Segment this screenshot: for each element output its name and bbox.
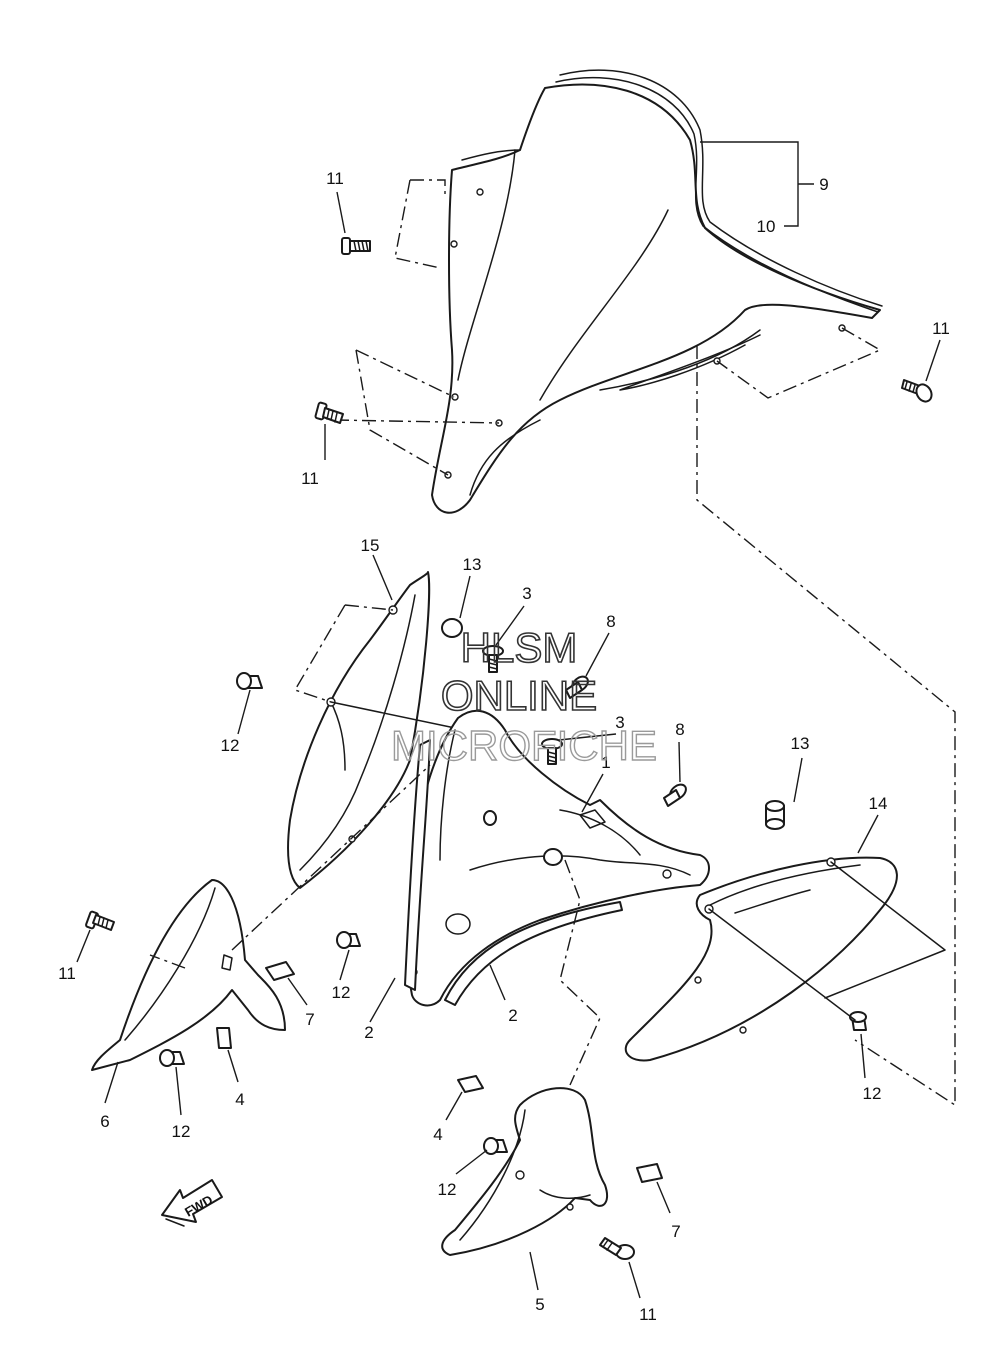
cover-14-leader bbox=[708, 861, 946, 1021]
watermark: HLSM ONLINE MICROFICHE bbox=[390, 623, 657, 770]
screw-11-bottom bbox=[599, 1237, 635, 1260]
collar-12-b bbox=[336, 931, 361, 949]
callout-12: 12 bbox=[438, 1180, 457, 1199]
watermark-line-1: HLSM bbox=[461, 624, 578, 671]
grommet-13-upper bbox=[441, 618, 463, 638]
callout-3: 3 bbox=[522, 584, 531, 603]
callout-2: 2 bbox=[508, 1006, 517, 1025]
callout-2: 2 bbox=[364, 1023, 373, 1042]
callout-7: 7 bbox=[305, 1010, 314, 1029]
grommet-13-right bbox=[765, 800, 785, 830]
bolt-8-upper bbox=[565, 675, 589, 699]
side-panel-15 bbox=[287, 571, 431, 889]
cover-6-leader bbox=[149, 764, 431, 969]
long-assembly-line bbox=[696, 345, 956, 1107]
lower-cover-5 bbox=[441, 1087, 609, 1256]
callout-8: 8 bbox=[606, 612, 615, 631]
callout-1: 1 bbox=[601, 753, 610, 772]
callout-4: 4 bbox=[235, 1090, 244, 1109]
watermark-line-3: MICROFICHE bbox=[391, 722, 657, 769]
callout-11: 11 bbox=[326, 169, 344, 188]
windscreen-leader-left-top bbox=[394, 179, 446, 269]
windscreen-leader-left-mid bbox=[355, 349, 455, 476]
callout-4: 4 bbox=[433, 1125, 442, 1144]
callout-11: 11 bbox=[58, 964, 76, 983]
collar-12-e bbox=[483, 1137, 508, 1155]
callout-10: 10 bbox=[757, 217, 776, 236]
callout-11: 11 bbox=[639, 1305, 657, 1324]
callout-12: 12 bbox=[332, 983, 351, 1002]
bolt-8-lower bbox=[663, 783, 687, 807]
screw-11-mid-left bbox=[314, 401, 344, 424]
callout-8: 8 bbox=[675, 720, 684, 739]
panel-15-leader-c bbox=[330, 701, 456, 729]
callout-7: 7 bbox=[671, 1222, 680, 1241]
screw-11-lower-left bbox=[85, 910, 115, 931]
clip-7-bottom bbox=[636, 1163, 663, 1183]
windscreen-leader-left-low bbox=[334, 419, 500, 424]
callout-5: 5 bbox=[535, 1295, 544, 1314]
callout-12: 12 bbox=[172, 1122, 191, 1141]
windscreen-seal-strips bbox=[555, 69, 883, 313]
callout-6: 6 bbox=[100, 1112, 109, 1131]
callout-14: 14 bbox=[869, 794, 888, 813]
panel-15-leader-b bbox=[293, 604, 346, 703]
callout-11: 11 bbox=[932, 319, 950, 338]
collar-12-c bbox=[159, 1049, 185, 1067]
screw-11-right bbox=[901, 379, 933, 403]
lower-cover-leader bbox=[559, 859, 601, 1086]
collar-12-d bbox=[849, 1011, 867, 1031]
windscreen-leader-right bbox=[716, 327, 882, 399]
panel-15-leader-a bbox=[344, 604, 394, 611]
callout-numbers: 11 9 10 11 11 15 13 3 8 12 3 8 1 13 14 1… bbox=[58, 169, 950, 1324]
callout-12: 12 bbox=[221, 736, 240, 755]
side-cover-6 bbox=[91, 879, 286, 1071]
callout-12: 12 bbox=[863, 1084, 882, 1103]
callout-13: 13 bbox=[463, 555, 482, 574]
windscreen bbox=[431, 83, 881, 514]
callout-3: 3 bbox=[615, 713, 624, 732]
trim-strip-2-left bbox=[404, 739, 431, 991]
screw-11-top-left bbox=[341, 237, 371, 255]
callout-leaders bbox=[76, 141, 941, 1299]
watermark-line-2: ONLINE bbox=[441, 672, 597, 719]
callout-15: 15 bbox=[361, 536, 380, 555]
clip-7-left bbox=[265, 961, 295, 981]
callout-9: 9 bbox=[819, 175, 828, 194]
screw-3-upper bbox=[482, 645, 504, 673]
trim-strip-2-right bbox=[444, 901, 623, 1006]
fwd-direction-arrow: FWD bbox=[161, 1179, 223, 1227]
callout-13: 13 bbox=[791, 734, 810, 753]
collar-12-a bbox=[236, 672, 263, 690]
screw-3-lower bbox=[541, 738, 563, 765]
clip-4-left bbox=[216, 1027, 232, 1049]
callout-11: 11 bbox=[301, 469, 319, 488]
side-cover-14 bbox=[624, 856, 898, 1062]
clip-4-bottom bbox=[457, 1075, 484, 1093]
